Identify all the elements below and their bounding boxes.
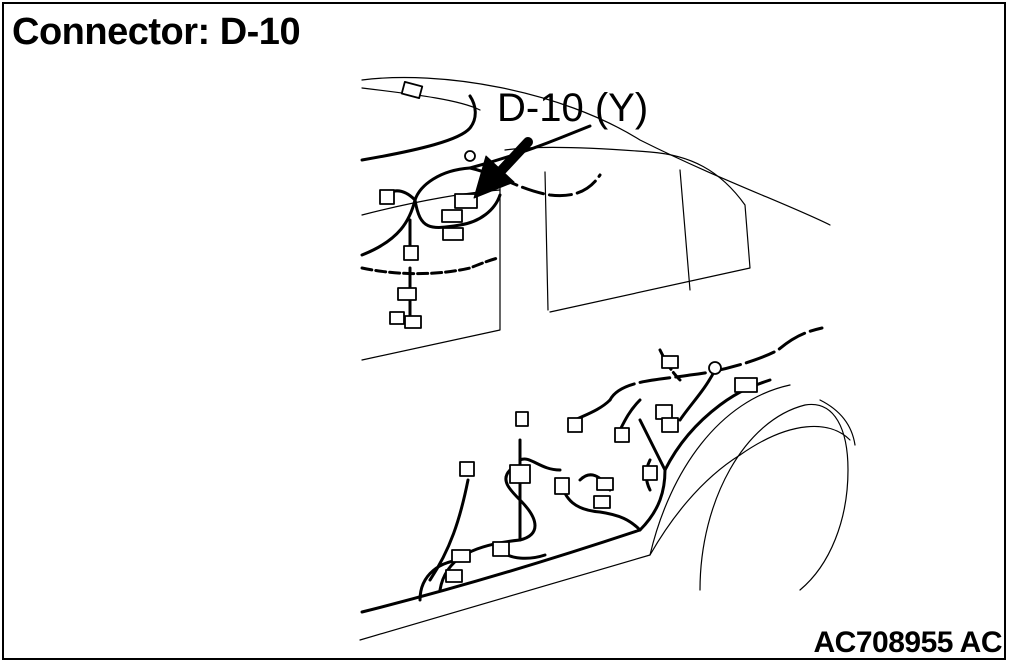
callout-arrow xyxy=(473,137,533,199)
body-outline-lower xyxy=(359,384,856,641)
harness-lower xyxy=(360,326,824,614)
connectors-upper xyxy=(379,80,478,329)
reference-code: AC708955 AC xyxy=(813,626,1003,659)
harness-upper xyxy=(360,94,602,322)
connectors-lower xyxy=(445,355,758,583)
diagram-title: Connector: D-10 xyxy=(12,11,301,53)
connector-callout-label: D-10 (Y) xyxy=(497,86,649,130)
